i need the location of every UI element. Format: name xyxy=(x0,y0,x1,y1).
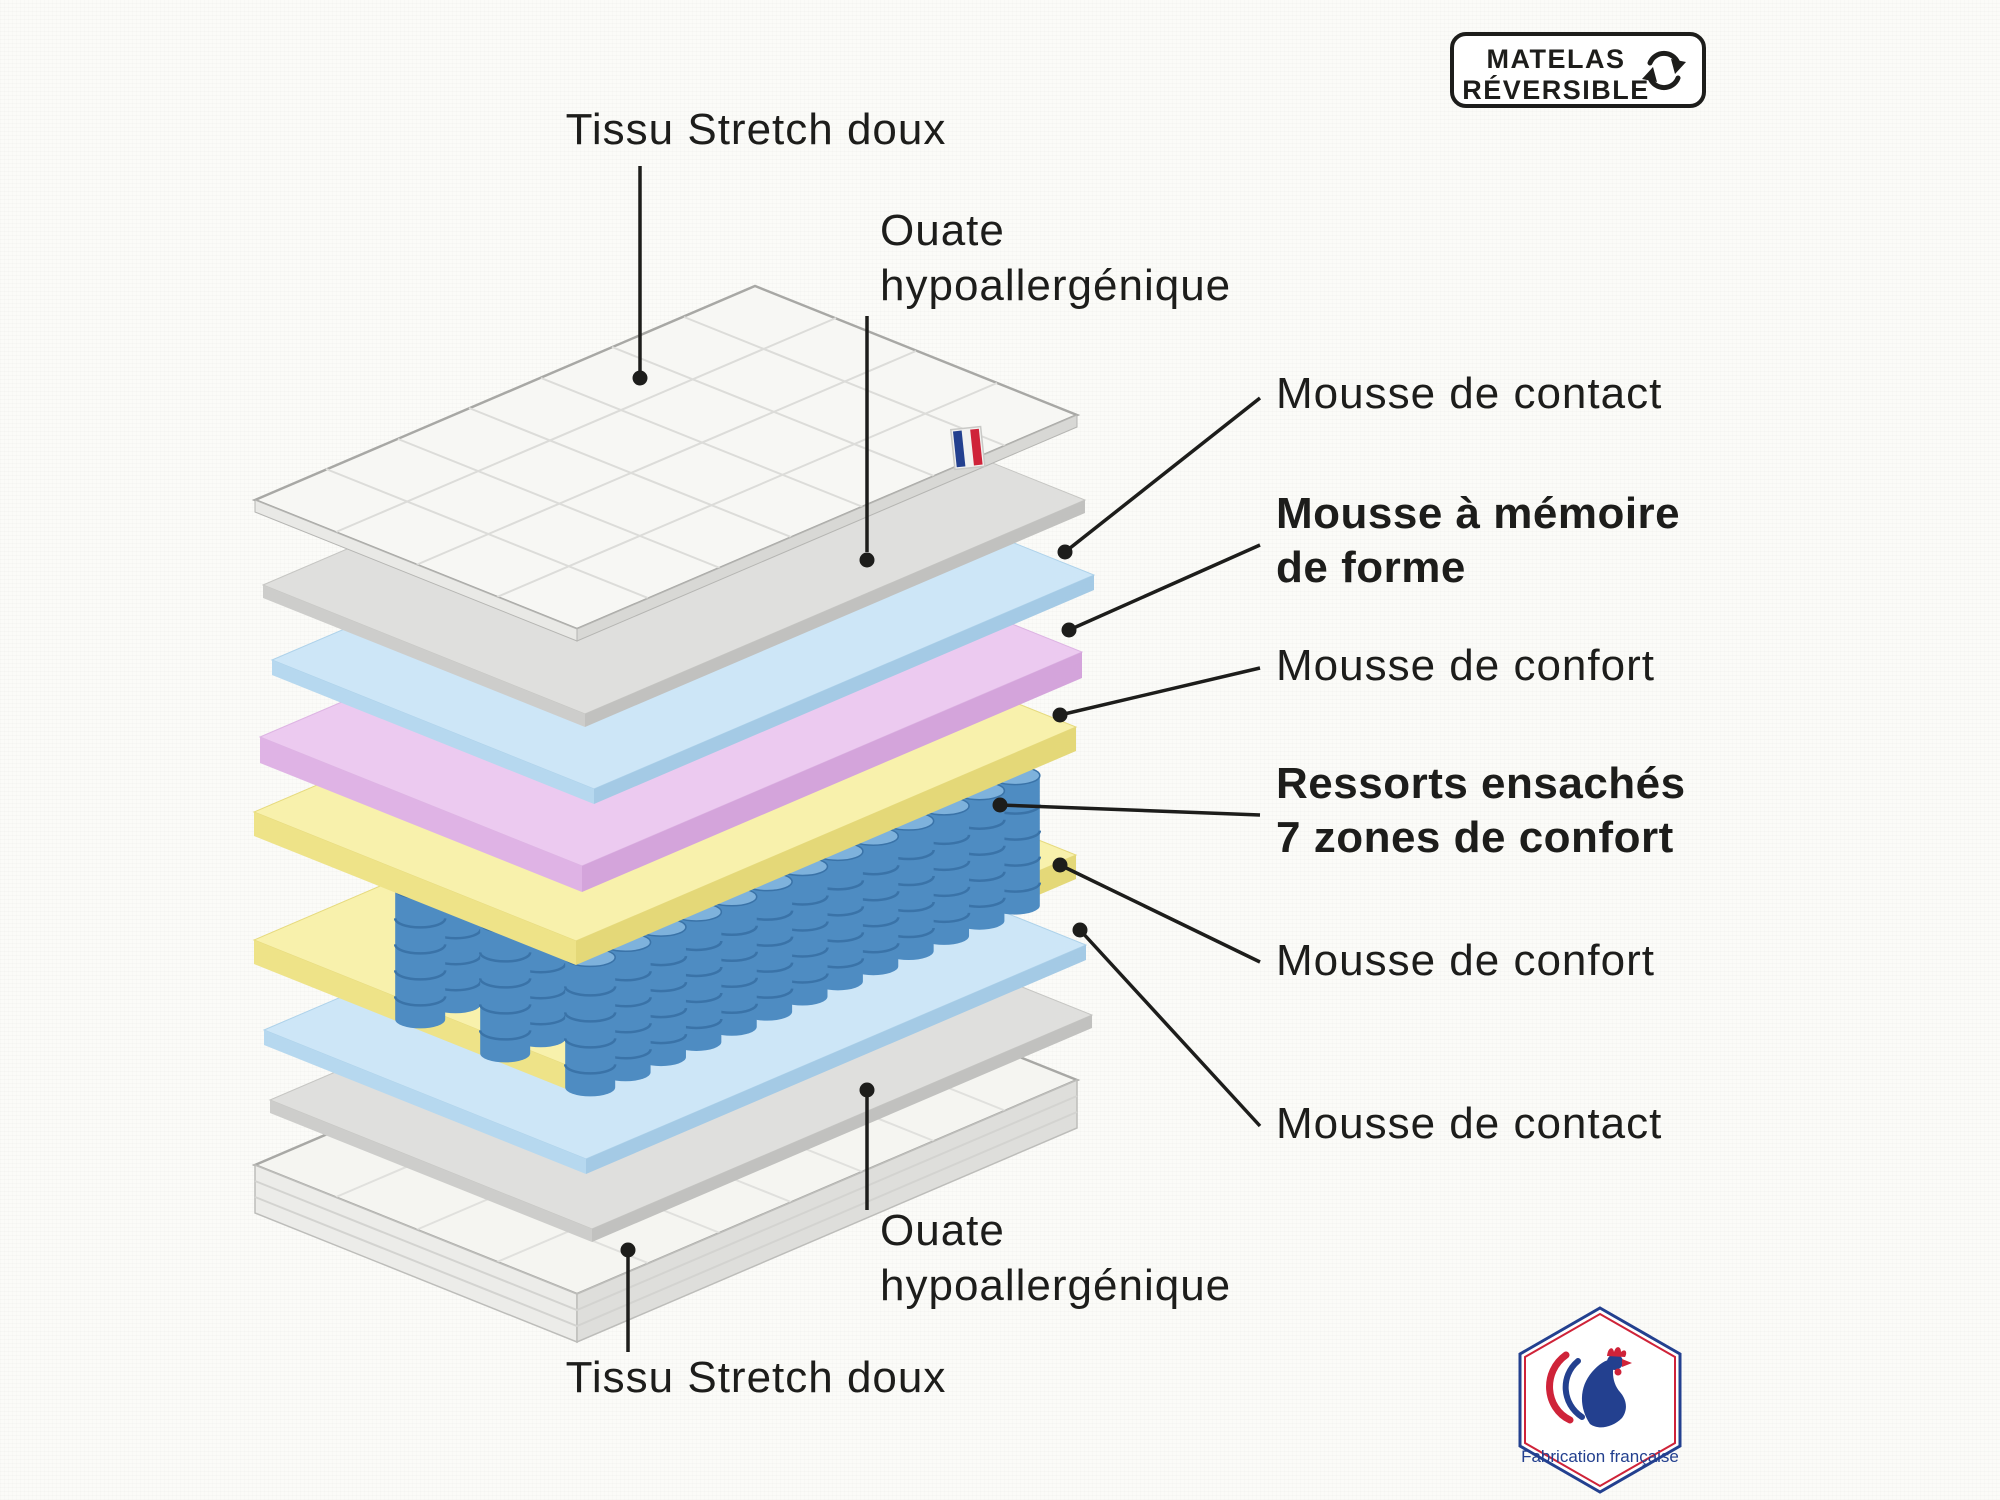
label-ouate-top-line2: hypoallergénique xyxy=(880,261,1231,310)
label-memoire-line2: de forme xyxy=(1276,543,1466,592)
side-face-right xyxy=(586,945,1086,1174)
label-tissu-top: Tissu Stretch doux xyxy=(566,105,947,154)
side-face-left xyxy=(272,660,594,804)
made-in-france-badge: Fabrication française xyxy=(1518,1306,1682,1494)
callout-dot-tissu-top xyxy=(632,370,648,386)
label-ouate-bottom-line2: hypoallergénique xyxy=(880,1261,1231,1310)
label-ressorts-line1: Ressorts ensachés xyxy=(1276,759,1686,808)
hexagon-inner xyxy=(1524,1312,1676,1488)
side-face-right xyxy=(576,414,1078,642)
callout-dot-memoire xyxy=(1061,622,1077,638)
label-tissu-bottom: Tissu Stretch doux xyxy=(566,1353,947,1402)
made-in-france-label: Fabrication française xyxy=(1521,1447,1679,1466)
callouts xyxy=(620,166,1262,1352)
callout-dot-ouate-bottom xyxy=(859,1082,875,1098)
side-face-right xyxy=(592,1015,1092,1242)
callout-dot-tissu-bottom xyxy=(620,1242,636,1258)
callout-dot-contact-top xyxy=(1057,544,1073,560)
label-contact-bottom: Mousse de contact xyxy=(1276,1099,1662,1148)
callout-dot-ouate-top xyxy=(859,552,875,568)
side-face-right xyxy=(594,575,1094,804)
callout-dot-confort-top xyxy=(1052,707,1068,723)
callout-dot-ressorts xyxy=(992,797,1008,813)
side-face-left xyxy=(254,812,576,965)
badge-frame xyxy=(1450,32,1706,108)
side-face-left xyxy=(270,1100,592,1242)
side-face-right xyxy=(585,500,1085,727)
callout-line-ressorts xyxy=(999,803,1261,817)
label-confort-top: Mousse de confort xyxy=(1276,641,1655,690)
side-face-right xyxy=(582,652,1082,892)
badge-line1: MATELAS xyxy=(1487,44,1626,74)
callout-line-confort-top xyxy=(1059,666,1261,717)
callout-dot-confort-bottom xyxy=(1052,857,1068,873)
pocket-spring xyxy=(563,947,617,1097)
layer-tissu-top xyxy=(251,284,1081,642)
tag-stripe-blue xyxy=(952,430,966,468)
callout-dot-contact-bottom xyxy=(1072,922,1088,938)
reversible-badge: MATELAS RÉVERSIBLE xyxy=(1450,32,1706,108)
callout-line-contact-bottom xyxy=(1078,928,1262,1128)
label-ressorts-line2: 7 zones de confort xyxy=(1276,813,1674,862)
side-face-left xyxy=(264,1030,586,1174)
label-memoire-line1: Mousse à mémoire xyxy=(1276,489,1680,538)
quilt-grid xyxy=(325,316,1007,599)
callout-line-confort-bottom xyxy=(1059,863,1261,964)
side-face-right xyxy=(576,727,1076,965)
rooster-icon xyxy=(1546,1347,1632,1428)
french-flag-tag xyxy=(949,425,986,471)
label-confort-bottom: Mousse de confort xyxy=(1276,936,1655,985)
layer-labels: Tissu Stretch doux Ouate hypoallergéniqu… xyxy=(566,105,1686,1402)
side-face-left xyxy=(260,737,582,892)
reversible-arrows-icon xyxy=(1642,50,1686,91)
label-ouate-bottom-line1: Ouate xyxy=(880,1206,1005,1255)
label-ouate-top-line1: Ouate xyxy=(880,206,1005,255)
callout-line-memoire xyxy=(1068,543,1261,632)
label-contact-top: Mousse de contact xyxy=(1276,369,1662,418)
badge-line2: RÉVERSIBLE xyxy=(1462,74,1650,105)
quilt-piping xyxy=(254,1095,1078,1328)
tag-stripe-red xyxy=(970,428,983,466)
callout-line-contact-top xyxy=(1063,396,1262,554)
side-face-left xyxy=(263,585,585,727)
